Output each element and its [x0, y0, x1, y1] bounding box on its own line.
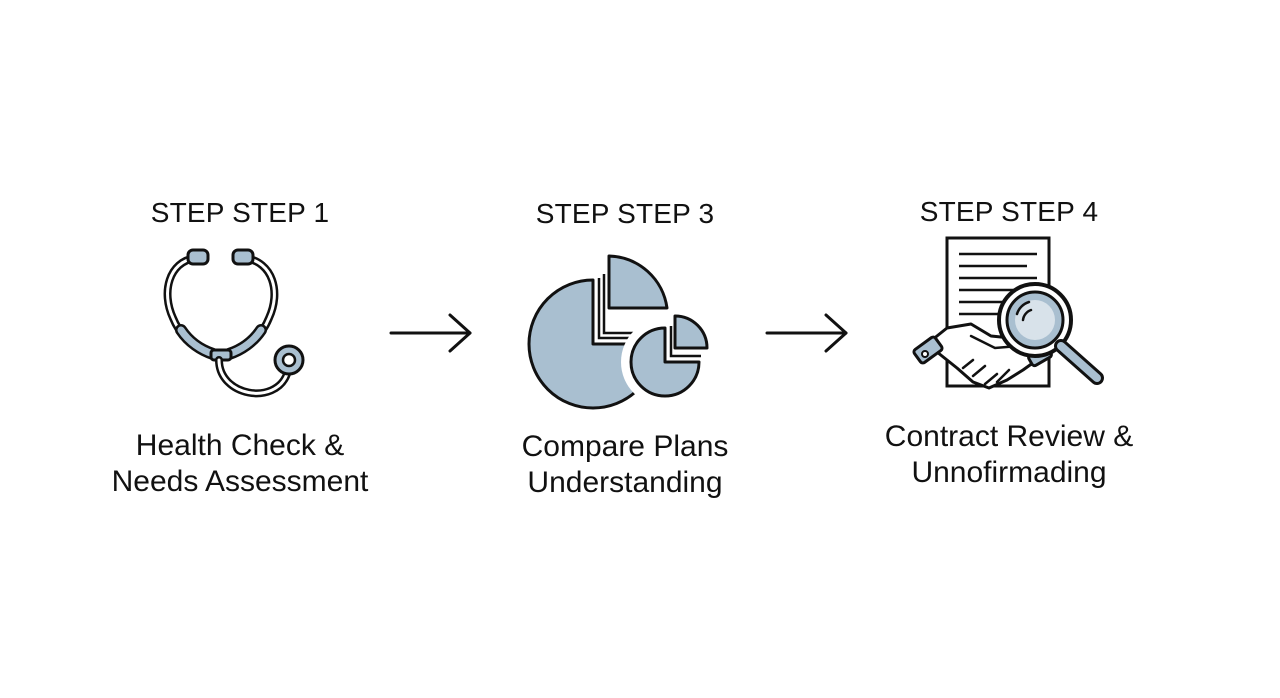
step-1-label-line2: Needs Assessment — [111, 465, 369, 498]
step-2: STEP STEP 3 Compare Plans Understanding — [465, 0, 785, 698]
step-3-title: STEP STEP 4 — [919, 196, 1099, 227]
step-2-label-line1: Compare Plans — [521, 430, 729, 463]
contract-handshake-magnifier-icon — [912, 236, 1104, 390]
step-1-title: STEP STEP 1 — [150, 197, 330, 228]
stethoscope-icon — [163, 248, 305, 398]
step-3-label-line1: Contract Review & — [884, 420, 1134, 453]
step-2-title: STEP STEP 3 — [535, 198, 715, 229]
step-2-label-line2: Understanding — [527, 466, 723, 499]
step-3-label-line2: Unnofirmading — [911, 456, 1107, 489]
step-3: STEP STEP 4 Contract Review & Unnofirmad… — [849, 0, 1169, 698]
arrow-right-icon — [765, 313, 848, 353]
step-1: STEP STEP 1 Health Check & Needs Assessm… — [80, 0, 400, 698]
pie-chart-icon — [527, 254, 709, 410]
arrow-right-icon — [389, 313, 472, 353]
step-1-label-line1: Health Check & — [135, 429, 345, 462]
